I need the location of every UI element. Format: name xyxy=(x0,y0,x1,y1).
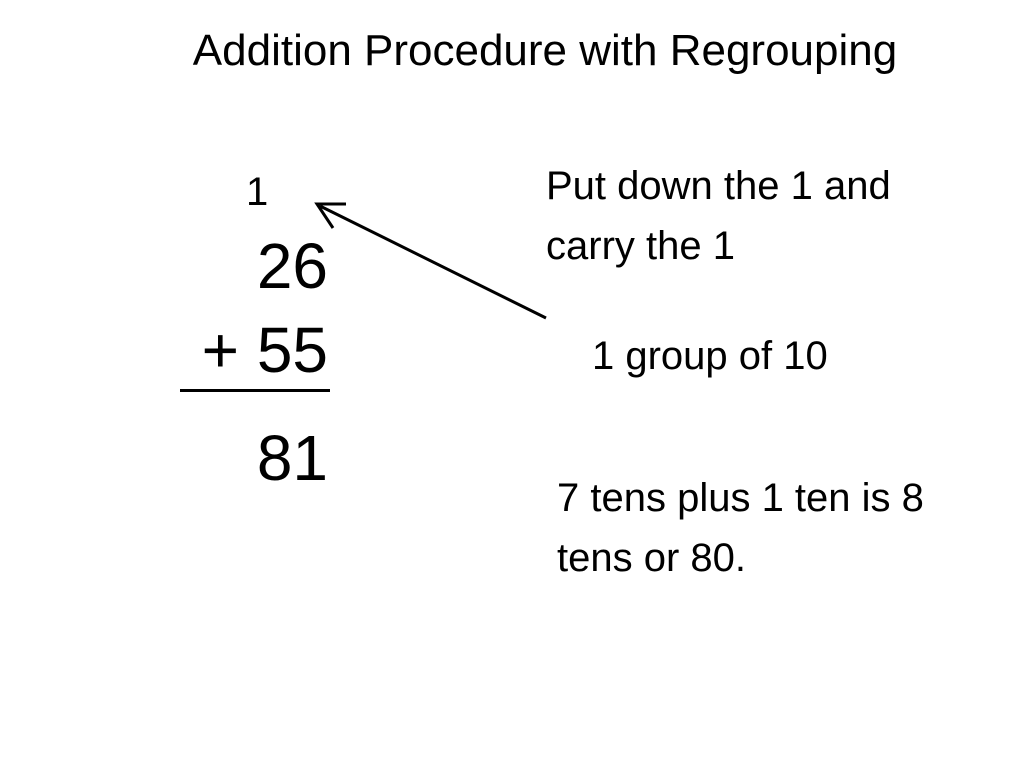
group-note: 1 group of 10 xyxy=(592,334,828,378)
carry-instruction-note: Put down the 1 and carry the 1 xyxy=(546,164,891,268)
sum-bar xyxy=(180,389,330,392)
addend-bottom: + 55 xyxy=(201,314,328,386)
carry-arrow-head xyxy=(314,202,346,229)
addend-top: 26 xyxy=(256,230,328,302)
sum-result: 81 xyxy=(256,422,328,494)
slide-title: Addition Procedure with Regrouping xyxy=(192,26,898,75)
carry-arrow-shaft xyxy=(319,204,547,320)
carry-digit: 1 xyxy=(246,170,269,214)
carry-arrow xyxy=(314,202,547,320)
tens-note: 7 tens plus 1 ten is 8 tens or 80. xyxy=(557,476,924,580)
